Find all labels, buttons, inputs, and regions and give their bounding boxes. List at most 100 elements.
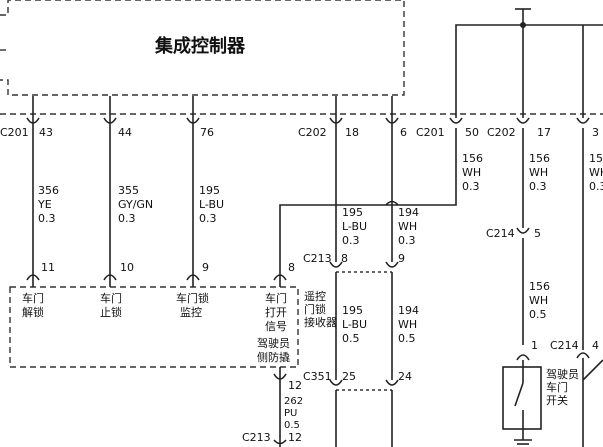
power-bus — [455, 24, 603, 118]
svg-text:12: 12 — [288, 431, 302, 444]
pin-number: 3 — [592, 126, 599, 139]
pin-number: 44 — [118, 126, 132, 139]
svg-text:0.3: 0.3 — [118, 212, 136, 225]
svg-text:0.3: 0.3 — [38, 212, 56, 225]
module-pin-8: 8 — [288, 261, 295, 274]
svg-text:遥控: 遥控 — [304, 289, 326, 303]
svg-text:C351: C351 — [303, 370, 332, 383]
svg-text:12: 12 — [288, 379, 302, 392]
wire-50 — [336, 128, 457, 206]
svg-text:156: 156 — [462, 152, 483, 165]
svg-text:0.3: 0.3 — [462, 180, 480, 193]
wire-crossover — [385, 200, 399, 206]
pin-18: C202 18 — [298, 96, 359, 139]
pin-50: C201 50 — [416, 117, 479, 139]
wire-labels-top: 356 YE 0.3 355 GY/GN 0.3 195 L-BU 0.3 19… — [37, 152, 603, 247]
svg-text:C214: C214 — [486, 227, 515, 240]
c214-pin-4: C214 4 — [550, 339, 603, 447]
svg-text:车门: 车门 — [22, 291, 44, 305]
svg-text:WH: WH — [462, 166, 481, 179]
door-module-box — [9, 286, 299, 368]
upper-connector-pins: C201 43 44 76 C202 18 6 C201 50 — [0, 96, 599, 139]
svg-text:WH: WH — [529, 294, 548, 307]
svg-text:GY/GN: GY/GN — [118, 198, 153, 211]
svg-text:WH: WH — [398, 318, 417, 331]
svg-text:信号: 信号 — [265, 320, 287, 333]
module-pin-11: 11 — [41, 261, 55, 274]
svg-text:L-BU: L-BU — [342, 220, 367, 233]
svg-text:25: 25 — [342, 370, 356, 383]
svg-text:355: 355 — [118, 184, 139, 197]
svg-text:YE: YE — [37, 198, 52, 211]
svg-text:WH: WH — [529, 166, 548, 179]
svg-text:车门: 车门 — [546, 380, 568, 394]
svg-text:0.3: 0.3 — [589, 180, 603, 193]
svg-text:监控: 监控 — [180, 305, 202, 319]
svg-text:L-BU: L-BU — [342, 318, 367, 331]
pin-number: 6 — [400, 126, 407, 139]
svg-text:C214: C214 — [550, 339, 579, 352]
svg-text:PU: PU — [284, 408, 297, 419]
svg-text:194: 194 — [398, 206, 419, 219]
svg-text:车门锁: 车门锁 — [176, 291, 209, 305]
remote-receiver-label: 遥控 门锁 接收器 — [304, 289, 337, 329]
svg-text:WH: WH — [589, 166, 603, 179]
conn-label: C201 — [0, 126, 29, 139]
svg-text:0.3: 0.3 — [398, 234, 416, 247]
svg-text:打开: 打开 — [265, 305, 287, 319]
svg-text:0.3: 0.3 — [529, 180, 547, 193]
svg-text:0.3: 0.3 — [199, 212, 217, 225]
controller-title: 集成控制器 — [154, 35, 246, 57]
c213-connector: C213 8 9 — [303, 252, 405, 273]
svg-text:L-BU: L-BU — [199, 198, 224, 211]
svg-text:门锁: 门锁 — [304, 302, 326, 316]
svg-text:15: 15 — [589, 152, 603, 165]
conn-label: C201 — [416, 126, 445, 139]
pin-number: 18 — [345, 126, 359, 139]
svg-text:5: 5 — [534, 227, 541, 240]
svg-text:356: 356 — [38, 184, 59, 197]
svg-text:4: 4 — [592, 339, 599, 352]
svg-text:0.5: 0.5 — [398, 332, 416, 345]
svg-text:解锁: 解锁 — [22, 305, 44, 319]
pin-3: 3 — [576, 117, 599, 139]
svg-text:WH: WH — [398, 220, 417, 233]
pin-76: 76 — [186, 96, 214, 139]
anti-theft-label: 驾驶员 — [257, 336, 290, 350]
svg-text:侧防撬: 侧防撬 — [257, 350, 290, 364]
pin-number: 76 — [200, 126, 214, 139]
module-pin-10: 10 — [120, 261, 134, 274]
svg-text:车门: 车门 — [265, 291, 287, 305]
pin-number: 50 — [465, 126, 479, 139]
svg-text:C213: C213 — [303, 252, 332, 265]
integrated-controller: 集成控制器 — [0, 0, 405, 96]
svg-text:止锁: 止锁 — [100, 305, 122, 319]
svg-text:开关: 开关 — [546, 393, 568, 407]
svg-text:0.5: 0.5 — [284, 420, 300, 431]
driver-door-switch: 1 驾驶员 车门 开关 — [502, 339, 579, 445]
conn-label: C202 — [298, 126, 327, 139]
svg-text:9: 9 — [398, 252, 405, 265]
svg-text:262: 262 — [284, 396, 303, 407]
conn-label: C202 — [487, 126, 516, 139]
pin-44: 44 — [103, 96, 132, 139]
svg-text:194: 194 — [398, 304, 419, 317]
module-pins: 11 车门 解锁 10 车门 止锁 9 车门锁 监控 8 车门 打开 信号 驾驶… — [22, 261, 295, 364]
c214-pin-5: C214 5 156 WH 0.5 — [486, 227, 550, 345]
wire-branch-8 — [279, 204, 336, 270]
wire-labels-lower: 195 L-BU 0.5 194 WH 0.5 — [342, 304, 419, 345]
svg-text:0.3: 0.3 — [342, 234, 360, 247]
module-pin-9: 9 — [202, 261, 209, 274]
svg-text:8: 8 — [341, 252, 348, 265]
c213-bottom: C213 12 — [242, 431, 302, 445]
pin-6: 6 — [385, 96, 407, 139]
svg-text:0.5: 0.5 — [529, 308, 547, 321]
svg-text:C213: C213 — [242, 431, 271, 444]
pin-number: 17 — [537, 126, 551, 139]
svg-text:195: 195 — [342, 206, 363, 219]
pin-number: 43 — [39, 126, 53, 139]
svg-text:1: 1 — [531, 339, 538, 352]
svg-text:195: 195 — [199, 184, 220, 197]
pin-43: C201 43 — [0, 96, 53, 139]
